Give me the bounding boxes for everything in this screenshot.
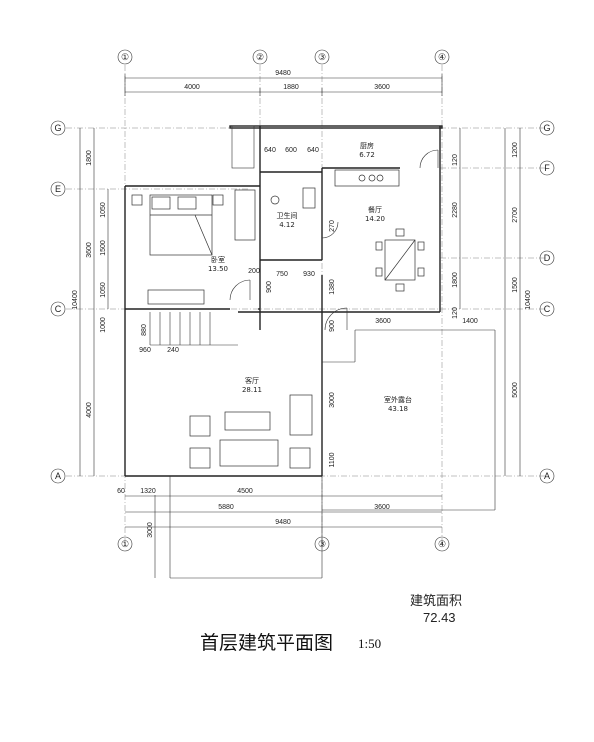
- dim-right-r2: 2280: [452, 202, 459, 218]
- axis-top-3: ③: [318, 52, 326, 62]
- axis-right-C: C: [544, 304, 551, 314]
- axis-bubbles-left: G E C A: [50, 120, 66, 484]
- dim-bottom-d: 5880: [218, 504, 234, 511]
- dim-k2: 600: [285, 147, 297, 154]
- axis-bubbles-right: G F D C A: [539, 120, 555, 484]
- dim-b4: 900: [266, 281, 273, 293]
- axis-top-2: ②: [256, 52, 264, 62]
- dim-b12: 1100: [329, 452, 336, 467]
- dimensions-left: 10400 1800 3600 4000 1050 1500 1050 1000: [72, 128, 109, 476]
- dim-top-seg1: 4000: [184, 84, 200, 91]
- axis-right-A: A: [544, 471, 550, 481]
- room-living-name: 客厅: [245, 376, 259, 385]
- dim-left-d1: 1800: [86, 150, 93, 166]
- dim-b2: 750: [276, 271, 288, 278]
- axis-right-D: D: [544, 253, 551, 263]
- dim-left-d4: 1500: [100, 240, 107, 256]
- dim-left-d7: 1000: [100, 317, 107, 333]
- dim-b6: 880: [141, 324, 148, 336]
- dim-left-d6: 1050: [100, 282, 107, 298]
- room-dining-name: 餐厅: [368, 205, 382, 214]
- building-area-label: 建筑面积: [410, 594, 463, 609]
- furniture: [131, 169, 425, 469]
- room-dining-area: 14.20: [365, 215, 385, 223]
- dim-top-seg2: 1880: [283, 84, 299, 91]
- dim-left-d8: 4000: [86, 402, 93, 418]
- dimensions-inner: 640 600 640 200 750 930 900 1380 880 960…: [139, 147, 391, 468]
- axis-left-E: E: [55, 184, 61, 194]
- dim-b7: 960: [139, 347, 151, 354]
- dim-k1: 640: [264, 147, 276, 154]
- grid-lines: [66, 65, 546, 545]
- room-bath-area: 4.12: [279, 221, 295, 229]
- dim-bottom-a: 60: [117, 488, 125, 495]
- dim-right-r10: 5000: [512, 382, 519, 398]
- dim-b13: 270: [329, 220, 336, 232]
- dim-right-r6: 10400: [525, 290, 532, 310]
- axis-left-A: A: [55, 471, 61, 481]
- dim-k3: 640: [307, 147, 319, 154]
- dim-right-r3: 2700: [512, 207, 519, 223]
- dim-b8: 240: [167, 347, 179, 354]
- dim-right-r8: 120: [452, 307, 459, 319]
- room-bedroom-name: 卧室: [211, 255, 225, 264]
- room-terrace-name: 室外露台: [384, 395, 412, 404]
- dim-right-r7: 120: [452, 154, 459, 166]
- room-bedroom-area: 13.50: [208, 265, 228, 273]
- dim-right-r5: 1500: [512, 277, 519, 293]
- dim-bottom-b: 1320: [140, 488, 156, 495]
- dim-right-r4: 1800: [452, 272, 459, 288]
- room-bath-name: 卫生间: [277, 211, 298, 220]
- dim-left-d2: 3600: [86, 242, 93, 258]
- dimensions-bottom: 60 1320 4500 5880 3600 9480 3000: [117, 488, 442, 538]
- dim-right-r9: 1400: [462, 318, 478, 325]
- dimensions-top: 9480 4000 1880 3600: [124, 70, 443, 96]
- building-area-value: 72.43: [423, 610, 456, 625]
- room-terrace-area: 43.18: [388, 405, 408, 413]
- axis-left-G: G: [54, 123, 61, 133]
- dim-b5: 1380: [329, 279, 336, 295]
- axis-top-1: ①: [121, 52, 129, 62]
- axis-right-F: F: [544, 163, 550, 173]
- dim-left-overall: 10400: [72, 290, 79, 310]
- axis-bubbles-bottom: ① ③ ④: [117, 536, 450, 552]
- drawing-scale: 1:50: [358, 636, 382, 651]
- axis-bubbles-top: ① ② ③ ④: [117, 49, 450, 65]
- axis-right-G: G: [543, 123, 550, 133]
- dim-top-seg3: 3600: [374, 84, 390, 91]
- dimensions-right: 120 2280 1800 120 1200 2700 1500 5000 10…: [452, 128, 532, 476]
- doors: [229, 149, 439, 331]
- drawing-title: 首层建筑平面图: [200, 632, 334, 654]
- walls: [124, 125, 496, 579]
- axis-top-4: ④: [438, 52, 446, 62]
- dim-b1: 200: [248, 268, 260, 275]
- axis-left-C: C: [55, 304, 62, 314]
- axis-bottom-4: ④: [438, 539, 446, 549]
- room-kitchen-name: 厨房: [360, 141, 374, 150]
- room-labels: 厨房 6.72 餐厅 14.20 卫生间 4.12 卧室 13.50 客厅 28…: [208, 141, 412, 413]
- dim-left-d5: 1050: [100, 202, 107, 218]
- dim-b11: 3000: [329, 392, 336, 408]
- room-kitchen-area: 6.72: [359, 151, 375, 159]
- dim-bottom-g: 3000: [147, 522, 154, 538]
- axis-bottom-1: ①: [121, 539, 129, 549]
- dim-bottom-f: 9480: [275, 519, 291, 526]
- dim-top-overall: 9480: [275, 70, 291, 77]
- dim-b3: 930: [303, 271, 315, 278]
- staircase: [149, 312, 238, 346]
- room-living-area: 28.11: [242, 386, 262, 394]
- dim-b9: 3600: [375, 318, 391, 325]
- dim-right-r1: 1200: [512, 142, 519, 158]
- dim-b10: 900: [329, 320, 336, 332]
- dim-bottom-c: 4500: [237, 488, 253, 495]
- dim-bottom-e: 3600: [374, 504, 390, 511]
